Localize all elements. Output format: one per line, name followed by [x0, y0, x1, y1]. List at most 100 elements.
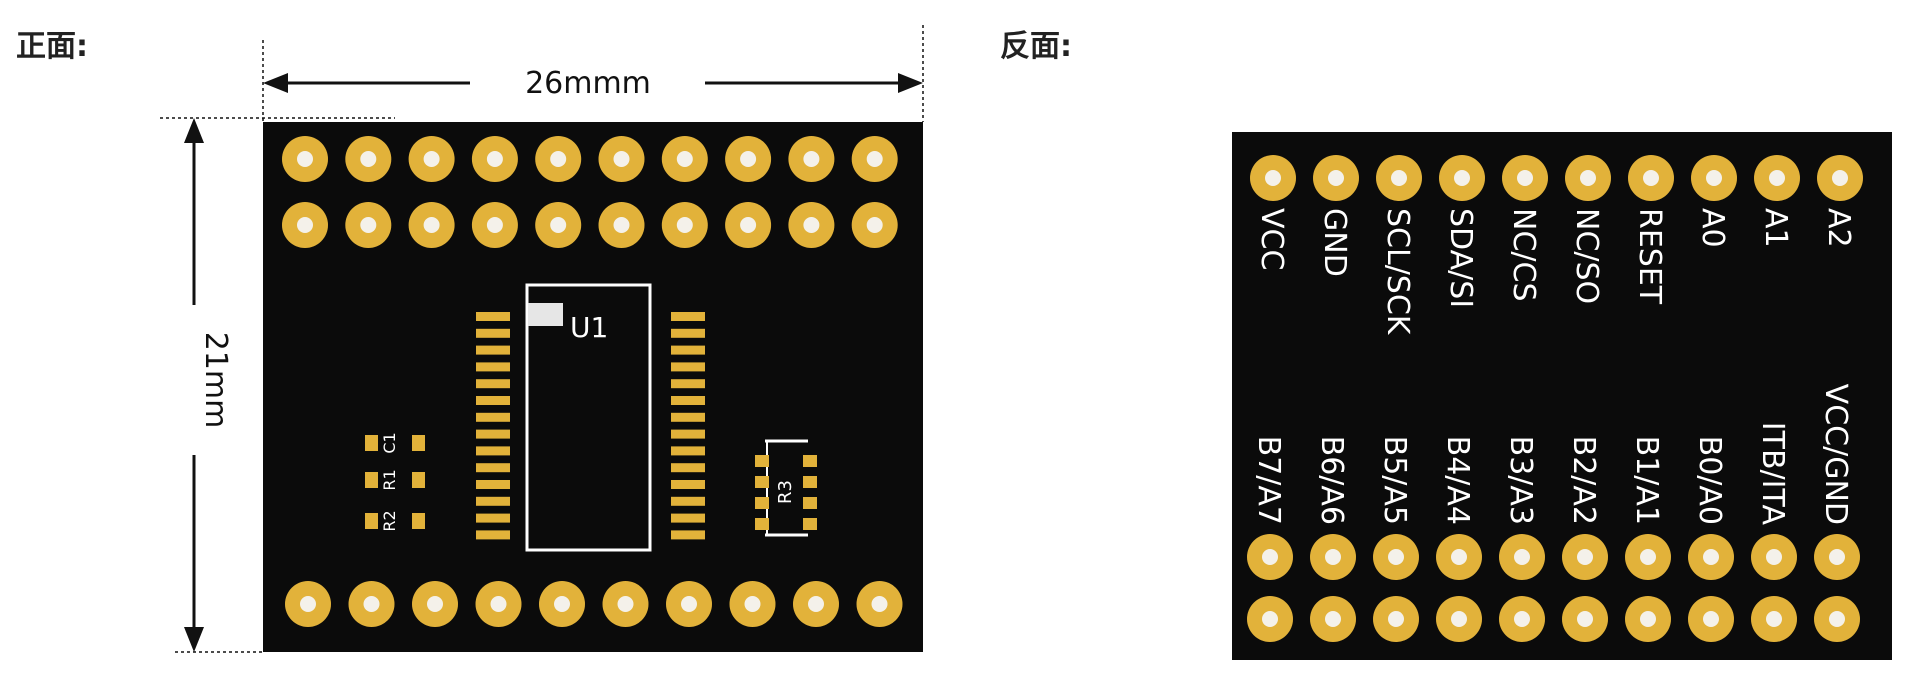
ic-pad: [476, 496, 510, 506]
ic-pad: [476, 446, 510, 456]
back-pin-label-top: A1: [1758, 208, 1793, 248]
back-pad: [1373, 534, 1419, 580]
front-pad: [285, 581, 331, 627]
back-pad: [1439, 155, 1485, 201]
front-pad: [725, 136, 772, 182]
height-dimension-label: 21mm: [198, 332, 233, 429]
ic-pad: [476, 480, 510, 489]
ic-pad: [671, 396, 705, 405]
back-pad: [1247, 596, 1293, 642]
back-pad-group: [1247, 155, 1863, 642]
ic-pad: [671, 480, 705, 489]
front-pad: [793, 581, 839, 627]
ic-pad: [671, 530, 705, 540]
front-pad: [602, 581, 649, 627]
front-pad: [471, 202, 518, 248]
ic-pad: [671, 312, 705, 321]
back-pad: [1310, 596, 1356, 642]
back-pin-label-bottom: B1/A1: [1629, 436, 1664, 525]
back-pad: [1562, 596, 1608, 642]
back-pad: [1250, 155, 1296, 201]
back-pad: [1502, 155, 1548, 201]
front-board: 26mmm 21mm U1 C1 R1 R2: [160, 25, 924, 653]
back-pin-label-bottom: B7/A7: [1251, 436, 1286, 525]
ic-footprint-pads: [476, 312, 705, 540]
front-pad-group: [282, 136, 903, 627]
back-pin-label-top: VCC: [1254, 208, 1289, 270]
back-side-heading: 反面:: [1000, 29, 1072, 64]
ic-pin1-marker: [528, 303, 563, 326]
front-pad: [788, 202, 835, 248]
ic-pad: [476, 328, 510, 338]
front-side-heading: 正面:: [16, 29, 88, 64]
ic-pad: [476, 513, 510, 523]
back-pad: [1499, 534, 1545, 580]
front-pad: [348, 581, 395, 627]
ic-pad: [476, 463, 510, 473]
front-pad: [729, 581, 776, 627]
front-pad: [788, 136, 835, 182]
back-pad: [1376, 155, 1422, 201]
front-pad: [412, 581, 458, 627]
ic-pad: [476, 429, 510, 439]
ic-pad: [671, 429, 705, 439]
back-pin-label-bottom: B5/A5: [1377, 436, 1412, 525]
front-pad: [598, 136, 645, 182]
back-pin-label-bottom: B2/A2: [1566, 436, 1601, 525]
component-label-r2: R2: [380, 510, 399, 531]
back-pad: [1625, 596, 1671, 642]
back-pin-label-top: SDA/SI: [1443, 208, 1478, 308]
front-pad: [661, 136, 708, 182]
front-pad: [535, 202, 582, 248]
back-pin-label-top: RESET: [1632, 208, 1667, 305]
front-pad: [851, 136, 898, 182]
back-pad: [1562, 534, 1608, 580]
back-pad: [1688, 596, 1734, 642]
front-pad: [408, 136, 455, 182]
back-pad: [1313, 155, 1359, 201]
front-pad: [725, 202, 772, 248]
back-pin-label-top: GND: [1317, 208, 1352, 277]
front-pad: [408, 202, 455, 248]
back-pad: [1628, 155, 1674, 201]
front-pad: [345, 136, 392, 182]
ic-pad: [671, 379, 705, 389]
ic-outline: [525, 283, 652, 552]
front-pad: [661, 202, 708, 248]
ic-pad: [671, 412, 705, 422]
back-pad: [1688, 534, 1734, 580]
ic-pad: [476, 412, 510, 422]
front-pad: [282, 202, 328, 248]
back-pin-label-bottom: B4/A4: [1440, 436, 1475, 525]
ic-pad: [671, 362, 705, 372]
back-pin-label-bottom: VCC/GND: [1818, 384, 1853, 525]
ic-pad: [476, 312, 510, 321]
ic-pad: [476, 362, 510, 372]
back-pin-label-bottom: B6/A6: [1314, 436, 1349, 525]
ic-pad: [671, 328, 705, 338]
ic-pad: [476, 530, 510, 540]
ic-pad: [671, 446, 705, 456]
back-pin-label-top: A2: [1821, 208, 1856, 248]
front-pad: [471, 136, 518, 182]
back-pad: [1751, 534, 1797, 580]
front-pad: [539, 581, 585, 627]
front-pad: [666, 581, 712, 627]
back-pad: [1691, 155, 1737, 201]
ic-pad: [671, 345, 705, 355]
front-pad: [851, 202, 898, 248]
back-pad: [1814, 534, 1860, 580]
component-label-r3: R3: [775, 480, 796, 504]
back-pad: [1751, 596, 1797, 642]
back-pad: [1247, 534, 1293, 580]
back-pad: [1373, 596, 1419, 642]
resistor-array-r3: [755, 439, 817, 537]
front-pad: [535, 136, 582, 182]
back-pin-label-top: A0: [1695, 208, 1730, 248]
back-pin-label-top: SCL/SCK: [1380, 208, 1415, 336]
ic-pad: [476, 396, 510, 405]
back-pad: [1754, 155, 1800, 201]
back-pin-label-bottom: B3/A3: [1503, 436, 1538, 525]
front-pcb-body: [263, 122, 923, 652]
